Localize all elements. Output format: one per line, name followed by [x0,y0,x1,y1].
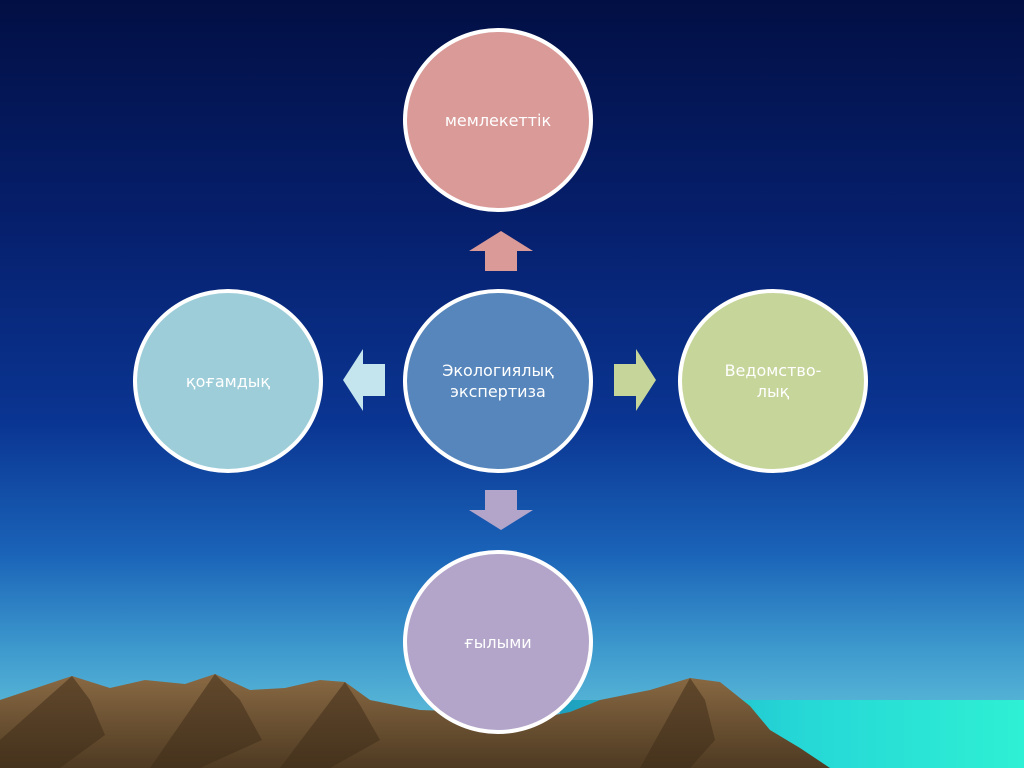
arrow-right-icon [614,349,656,411]
node-scientific-label: ғылыми [464,632,532,652]
arrow-up-icon [469,231,533,271]
node-public-expertise: қоғамдық [133,289,323,473]
arrow-down-icon [469,490,533,530]
node-state-label: мемлекеттік [444,110,552,130]
arrow-up-shape [469,231,533,271]
node-center-label: Экологиялық экспертиза [442,361,554,401]
node-ecological-expertise: Экологиялық экспертиза [403,289,593,473]
node-public-label: қоғамдық [185,371,271,391]
arrow-right-shape [614,349,656,411]
arrow-left-icon [343,349,385,411]
arrow-left-shape [343,349,385,411]
node-state-expertise: мемлекеттік [403,28,593,212]
node-departmental-expertise: Ведомство- лық [678,289,868,473]
node-departmental-label: Ведомство- лық [724,361,822,401]
sea [560,700,1024,768]
arrow-down-shape [469,490,533,530]
node-scientific-expertise: ғылыми [403,550,593,734]
mountain-shadow [0,674,715,768]
